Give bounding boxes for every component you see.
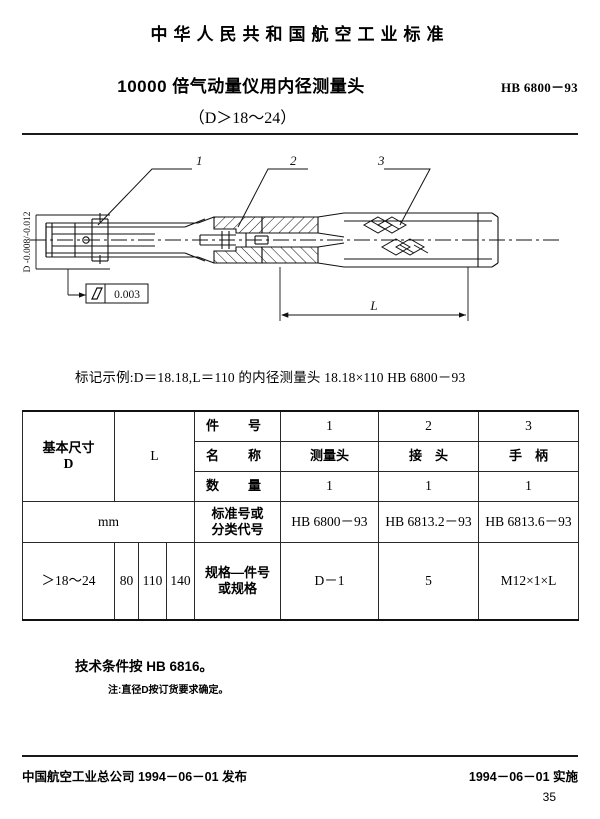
cell-spec-code-2: 5 bbox=[378, 542, 479, 621]
table-row-name: 名 称 测量头 接 头 手 柄 bbox=[23, 441, 579, 472]
footnote: 注:直径D按订货要求确定。 bbox=[108, 685, 229, 696]
cell-L-header: L bbox=[114, 410, 195, 502]
header-divider bbox=[22, 133, 578, 135]
callout-1: 1 bbox=[196, 153, 203, 168]
cell-part-no-2: 2 bbox=[378, 410, 479, 442]
cell-standard-code-1: HB 6800－93 bbox=[280, 501, 379, 543]
cell-row-label-standard-code: 标准号或 分类代号 bbox=[194, 501, 281, 543]
spec-code-label-l1: 规格—件号 bbox=[204, 564, 270, 580]
cell-name-2: 接 头 bbox=[378, 441, 479, 472]
length-dimension-label: L bbox=[369, 298, 377, 313]
cell-unit: mm bbox=[22, 501, 195, 543]
cell-quantity-2: 1 bbox=[378, 471, 479, 502]
page-title: 10000 倍气动量仪用内径测量头 bbox=[117, 77, 365, 96]
specification-table: 基本尺寸 D L 件 号 1 2 3 名 称 测量头 接 头 手 柄 数 量 1… bbox=[22, 410, 579, 621]
cell-part-no-3: 3 bbox=[478, 410, 579, 442]
title-row: 10000 倍气动量仪用内径测量头 HB 6800－93 bbox=[0, 72, 600, 102]
cell-part-no-1: 1 bbox=[280, 410, 379, 442]
callout-2: 2 bbox=[290, 153, 297, 168]
cell-name-3: 手 柄 bbox=[478, 441, 579, 472]
cell-name-1: 测量头 bbox=[280, 441, 379, 472]
gdt-tolerance-value: 0.003 bbox=[114, 289, 140, 301]
cell-spec-code-3: M12×1×L bbox=[478, 542, 579, 621]
cell-standard-code-2: HB 6813.2－93 bbox=[378, 501, 479, 543]
publisher-info: 中国航空工业总公司 1994－06－01 发布 bbox=[22, 770, 248, 784]
cell-basic-size-value: ＞18～24 bbox=[22, 542, 115, 621]
cell-row-label-name: 名 称 bbox=[194, 441, 281, 472]
page-number: 35 bbox=[542, 790, 556, 804]
cell-L-value-2: 110 bbox=[138, 542, 167, 621]
footer-divider bbox=[22, 755, 578, 757]
standard-organization-line: 中华人民共和国航空工业标准 bbox=[150, 25, 450, 44]
spec-code-label-l2: 或规格 bbox=[217, 581, 257, 596]
table-row-standard-code: mm 标准号或 分类代号 HB 6800－93 HB 6813.2－93 HB … bbox=[22, 501, 579, 543]
table-row-data: ＞18～24 80 110 140 规格—件号 或规格 D－1 5 M12×1×… bbox=[22, 542, 579, 621]
gdt-feature-control-frame bbox=[85, 283, 149, 304]
cell-row-label-quantity: 数 量 bbox=[194, 471, 281, 502]
page-subtitle: （D＞18～24） bbox=[188, 110, 297, 127]
marking-example: 标记示例:D＝18.18,L＝110 的内径测量头 18.18×110 HB 6… bbox=[75, 370, 466, 385]
cell-quantity-3: 1 bbox=[478, 471, 579, 502]
table-row-part-no: 基本尺寸 D L 件 号 1 2 3 bbox=[22, 410, 579, 502]
cell-basic-size-header: 基本尺寸 D bbox=[22, 410, 115, 502]
basic-size-label-l2: D bbox=[63, 456, 74, 472]
technical-drawing: D -0.008/-0.012 0.003 L 1 2 3 bbox=[0, 145, 600, 345]
callout-3: 3 bbox=[377, 153, 385, 168]
cell-row-label-part-no: 件 号 bbox=[194, 410, 281, 442]
cell-quantity-1: 1 bbox=[280, 471, 379, 502]
cell-spec-code-1: D－1 bbox=[280, 542, 379, 621]
implementation-date: 1994－06－01 实施 bbox=[468, 770, 578, 784]
diameter-tolerance-label: D -0.008/-0.012 bbox=[23, 211, 33, 272]
cell-row-label-spec-code: 规格—件号 或规格 bbox=[194, 542, 281, 621]
standard-number: HB 6800－93 bbox=[500, 80, 578, 95]
technical-condition-note: 技术条件按 HB 6816。 bbox=[75, 659, 214, 674]
standard-code-label-l1: 标准号或 bbox=[211, 505, 264, 521]
cell-standard-code-3: HB 6813.6－93 bbox=[478, 501, 579, 543]
cell-L-value-1: 80 bbox=[114, 542, 139, 621]
cell-L-value-3: 140 bbox=[166, 542, 195, 621]
standard-code-label-l2: 分类代号 bbox=[211, 522, 264, 537]
basic-size-label-l1: 基本尺寸 bbox=[42, 439, 95, 455]
